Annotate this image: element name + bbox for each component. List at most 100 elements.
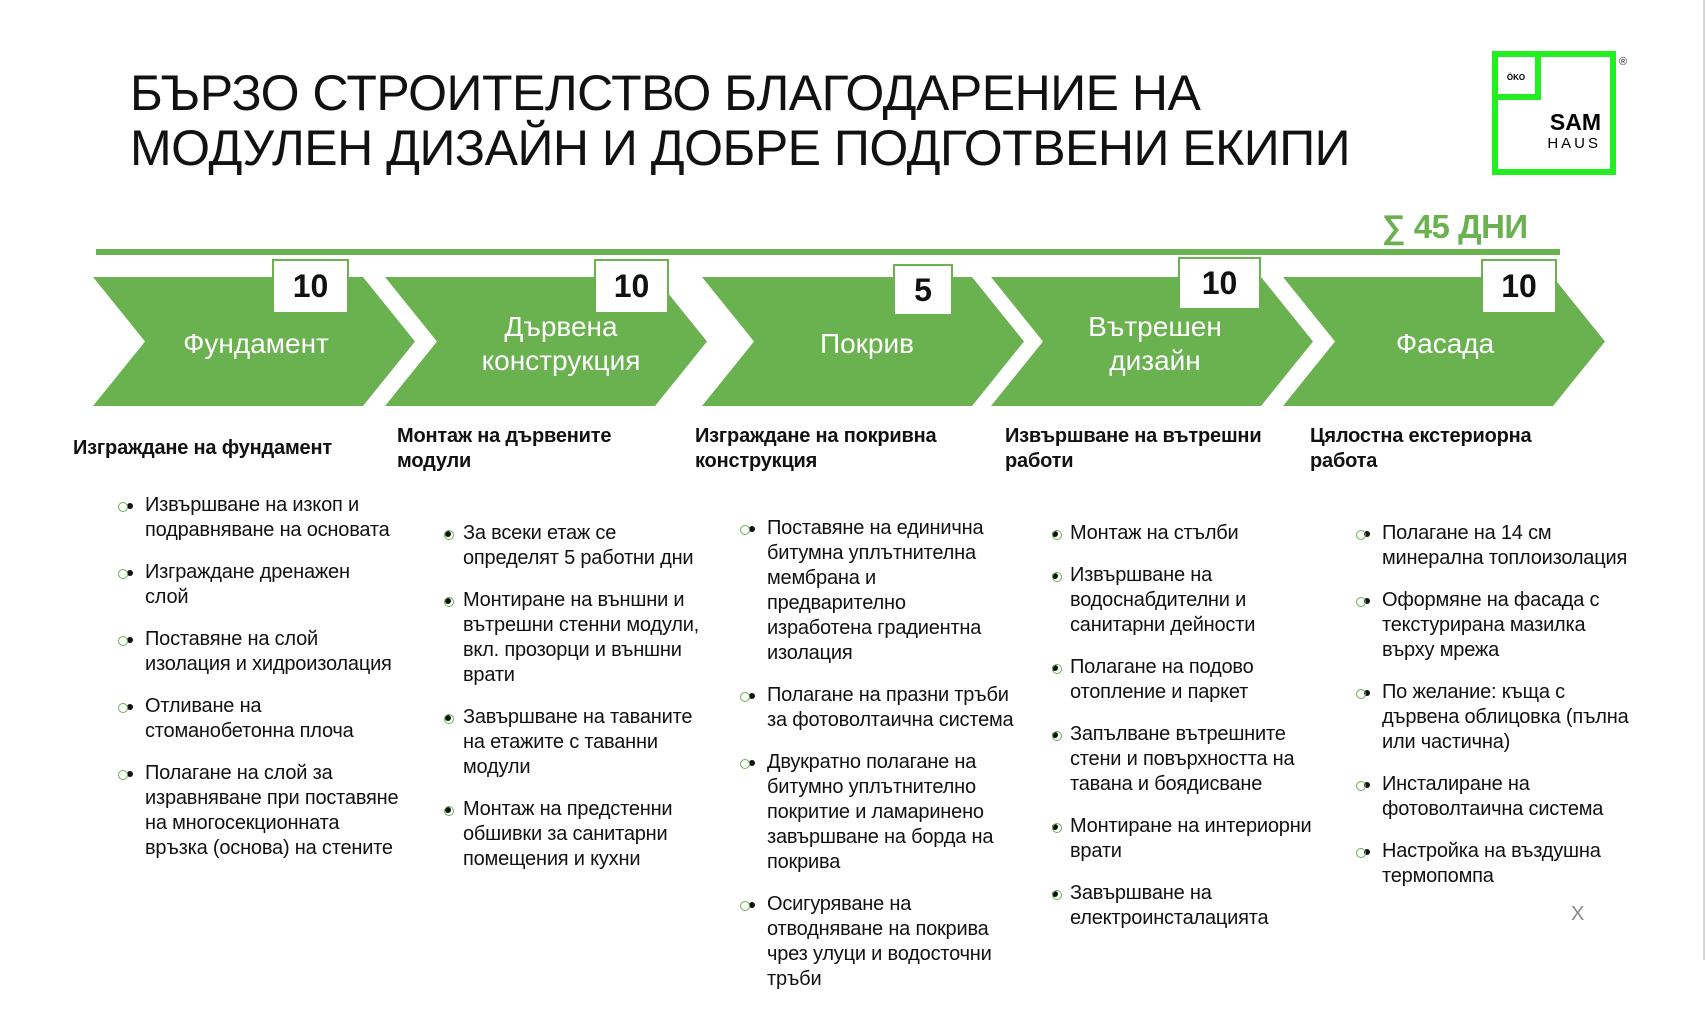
list-item-text: По желание: къща с дървена облицовка (пъ… [1382, 681, 1629, 753]
bullet-circle-icon [444, 806, 454, 816]
list-item-text: Поставяне на слой изолация и хидроизолац… [145, 628, 392, 675]
column-heading: Изграждане на покривна конструкция [695, 425, 937, 472]
column-list: Извършване на изкоп и подравняване на ос… [105, 493, 399, 878]
list-item: Монтаж на стълби [1052, 521, 1312, 546]
bullet-circle-icon [1356, 689, 1366, 699]
bullet-circle-icon [740, 525, 750, 535]
column-5: Цялостна екстериорна работа [1310, 424, 1532, 474]
bullet-circle-icon [740, 759, 750, 769]
list-item-text: Завършване на таваните на етажите с тава… [463, 706, 693, 778]
bullet-circle-icon [1356, 848, 1366, 858]
stage-days-box: 10 [272, 259, 349, 314]
stage-label: Покрив [819, 328, 915, 359]
list-item: Завършване на таваните на етажите с тава… [444, 705, 699, 780]
list-item: Полагане на слой за изравняване при пост… [118, 761, 399, 861]
bullet-circle-icon [118, 703, 128, 713]
slide-border [1703, 0, 1705, 960]
list-item-text: Извършване на водоснабдителни и санитарн… [1070, 564, 1256, 636]
list-item: Оформяне на фасада с текстурирана мазилк… [1356, 588, 1629, 663]
bullet-circle-icon [444, 597, 454, 607]
list-item: Изграждане дренажен слой [118, 560, 398, 610]
bullet-circle-icon [1052, 572, 1062, 582]
column-heading: Монтаж на дървените модули [397, 425, 612, 472]
list-item-text: За всеки етаж се определят 5 работни дни [463, 522, 694, 569]
stage-label: Вътрешен дизайн [1088, 311, 1222, 376]
bullet-circle-icon [118, 569, 128, 579]
column-4: Извършване на вътрешни работи [1005, 424, 1262, 474]
list-item: Настройка на въздушна термопомпа [1356, 839, 1629, 889]
list-item: Поставяне на единична битумна уплътнител… [740, 516, 1013, 666]
bullet-circle-icon [1052, 890, 1062, 900]
list-item-text: Полагане на слой за изравняване при пост… [145, 762, 399, 859]
list-item: Монтиране на външни и вътрешни стенни мо… [444, 588, 700, 688]
list-item: Монтаж на предстенни обшивки за санитарн… [444, 797, 699, 872]
bullet-circle-icon [740, 901, 750, 911]
close-mark: X [1571, 903, 1585, 925]
samhaus-logo: ÖKO SAM HAUS [1492, 51, 1616, 175]
bullet-circle-icon [1356, 530, 1366, 540]
list-item-text: Настройка на въздушна термопомпа [1382, 840, 1601, 887]
column-heading: Извършване на вътрешни работи [1005, 425, 1262, 472]
list-item: Монтиране на интериорни врати [1052, 814, 1312, 864]
stage-chevrons [93, 277, 1605, 406]
stage-days-box: 5 [893, 264, 953, 316]
bullet-circle-icon [1052, 530, 1062, 540]
registered-mark: ® [1619, 56, 1628, 68]
list-item: Извършване на водоснабдителни и санитарн… [1052, 563, 1312, 638]
bullet-circle-icon [1356, 597, 1366, 607]
bullet-circle-icon [1052, 731, 1062, 741]
column-list: Полагане на 14 см минерална топлоизолаци… [1342, 521, 1629, 906]
bullet-circle-icon [118, 770, 128, 780]
column-list: За всеки етаж се определят 5 работни дни… [423, 521, 699, 889]
list-item-text: Осигуряване на отводняване на покрива чр… [767, 893, 992, 990]
list-item-text: Изграждане дренажен слой [145, 561, 350, 608]
list-item: По желание: къща с дървена облицовка (пъ… [1356, 680, 1629, 755]
column-list: Монтаж на стълбиИзвършване на водоснабди… [1030, 521, 1312, 948]
list-item: Осигуряване на отводняване на покрива чр… [740, 892, 1013, 992]
bullet-circle-icon [1052, 664, 1062, 674]
list-item-text: Завършване на електроинсталацията [1070, 882, 1269, 929]
timeline-bar [96, 249, 1560, 255]
stage-label: Дървена конструкция [481, 311, 641, 376]
column-heading: Изграждане на фундамент [73, 437, 332, 459]
list-item-text: Отливане на стоманобетонна плоча [145, 695, 354, 742]
list-item: Полагане на 14 см минерална топлоизолаци… [1356, 521, 1629, 571]
list-item-text: Оформяне на фасада с текстурирана мазилк… [1382, 589, 1600, 661]
list-item: Отливане на стоманобетонна плоча [118, 694, 398, 744]
list-item-text: Полагане на 14 см минерална топлоизолаци… [1382, 522, 1628, 569]
list-item: Инсталиране на фотоволтаична система [1356, 772, 1629, 822]
stage-label: Фундамент [183, 328, 329, 359]
bullet-circle-icon [444, 530, 454, 540]
list-item-text: Полагане на празни тръби за фотоволтаичн… [767, 684, 1014, 731]
bullet-circle-icon [1052, 823, 1062, 833]
list-item-text: Запълване вътрешните стени и повърхностт… [1070, 723, 1295, 795]
list-item-text: Извършване на изкоп и подравняване на ос… [145, 494, 390, 541]
list-item-text: Инсталиране на фотоволтаична система [1382, 773, 1604, 820]
list-item: Полагане на празни тръби за фотоволтаичн… [740, 683, 1014, 733]
list-item: Полагане на подово отопление и паркет [1052, 655, 1312, 705]
list-item-text: Монтаж на стълби [1070, 522, 1239, 544]
column-3: Изграждане на покривна конструкция [695, 424, 937, 474]
list-item-text: Монтаж на предстенни обшивки за санитарн… [463, 798, 673, 870]
bullet-circle-icon [444, 714, 454, 724]
bullet-circle-icon [1356, 781, 1366, 791]
list-item: Поставяне на слой изолация и хидроизолац… [118, 627, 398, 677]
list-item: Запълване вътрешните стени и повърхностт… [1052, 722, 1312, 797]
list-item-text: Поставяне на единична битумна уплътнител… [767, 517, 984, 664]
bullet-circle-icon [118, 502, 128, 512]
stage-label: Фасада [1395, 328, 1495, 359]
column-1: Изграждане на фундамент [73, 436, 332, 461]
bullet-circle-icon [118, 636, 128, 646]
column-list: Поставяне на единична битумна уплътнител… [727, 516, 1014, 1009]
list-item-text: Полагане на подово отопление и паркет [1070, 656, 1254, 703]
page-title: БЪРЗО СТРОИТЕЛСТВО БЛАГОДАРЕНИЕ НА МОДУЛ… [130, 65, 1351, 176]
stage-days-box: 10 [1178, 257, 1261, 310]
logo-haus: HAUS [1547, 135, 1601, 152]
list-item: Извършване на изкоп и подравняване на ос… [118, 493, 398, 543]
logo-oko: ÖKO [1507, 73, 1525, 82]
list-item-text: Монтиране на външни и вътрешни стенни мо… [463, 589, 700, 686]
column-heading: Цялостна екстериорна работа [1310, 425, 1532, 472]
list-item: Завършване на електроинсталацията [1052, 881, 1312, 931]
total-days: ∑ 45 ДНИ [1382, 208, 1528, 245]
bullet-circle-icon [740, 692, 750, 702]
